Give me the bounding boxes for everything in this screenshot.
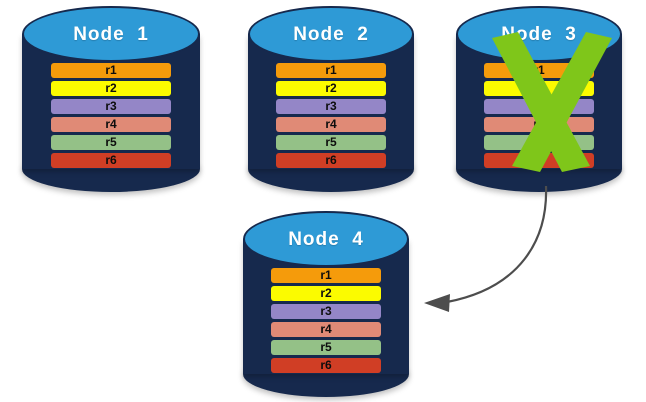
row-item-r2[interactable]: r2	[484, 81, 594, 96]
node-1[interactable]: Node 1 r1 r2 r3 r4 r5 r6	[22, 6, 200, 192]
row-item-r5[interactable]: r5	[51, 135, 171, 150]
row-item-r3[interactable]: r3	[271, 304, 381, 319]
row-item-r2[interactable]: r2	[51, 81, 171, 96]
row-item-r1[interactable]: r1	[51, 63, 171, 78]
node-2[interactable]: Node 2 r1 r2 r3 r4 r5 r6	[248, 6, 414, 192]
rows-list: r1 r2 r3 r4 r5 r6	[276, 63, 386, 175]
row-item-r6[interactable]: r6	[484, 153, 594, 168]
arrow-curve	[446, 185, 548, 304]
node-3[interactable]: Node 3 r1 r2 r3 r4 r5 r6	[456, 6, 622, 192]
row-item-r1[interactable]: r1	[276, 63, 386, 78]
cylinder-top	[248, 6, 414, 62]
row-item-r6[interactable]: r6	[276, 153, 386, 168]
row-item-r5[interactable]: r5	[271, 340, 381, 355]
cylinder-top	[456, 6, 622, 62]
row-item-r6[interactable]: r6	[271, 358, 381, 373]
cylinder-top	[22, 6, 200, 62]
row-item-r3[interactable]: r3	[484, 99, 594, 114]
row-item-r3[interactable]: r3	[276, 99, 386, 114]
row-item-r4[interactable]: r4	[484, 117, 594, 132]
row-item-r6[interactable]: r6	[51, 153, 171, 168]
row-item-r4[interactable]: r4	[271, 322, 381, 337]
rows-list: r1 r2 r3 r4 r5 r6	[271, 268, 381, 380]
arrow-head-icon	[424, 294, 450, 312]
node-4[interactable]: Node 4 r1 r2 r3 r4 r5 r6	[243, 211, 409, 397]
rows-list: r1 r2 r3 r4 r5 r6	[51, 63, 171, 175]
row-item-r4[interactable]: r4	[51, 117, 171, 132]
row-item-r5[interactable]: r5	[484, 135, 594, 150]
row-item-r2[interactable]: r2	[271, 286, 381, 301]
row-item-r3[interactable]: r3	[51, 99, 171, 114]
row-item-r2[interactable]: r2	[276, 81, 386, 96]
cylinder-top	[243, 211, 409, 267]
row-item-r1[interactable]: r1	[271, 268, 381, 283]
row-item-r1[interactable]: r1	[484, 63, 594, 78]
row-item-r5[interactable]: r5	[276, 135, 386, 150]
rows-list: r1 r2 r3 r4 r5 r6	[484, 63, 594, 175]
row-item-r4[interactable]: r4	[276, 117, 386, 132]
